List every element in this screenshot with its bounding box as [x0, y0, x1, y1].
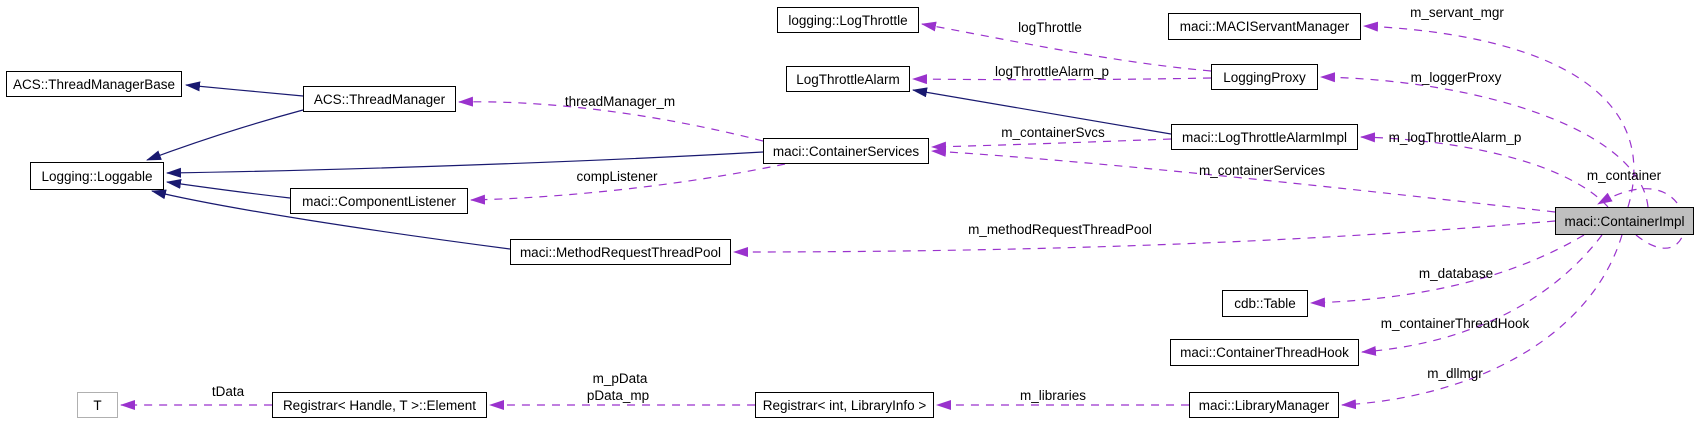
node-logthrottle[interactable]: logging::LogThrottle — [777, 7, 919, 33]
edge-label-m-servant-mgr: m_servant_mgr — [1410, 5, 1504, 20]
edge-label-m-dllmgr: m_dllmgr — [1427, 366, 1483, 381]
edge-containerservices-to-componentlistener — [470, 163, 786, 205]
edge-threadmanager-to-loggable — [146, 109, 304, 161]
edge-label-m-database: m_database — [1419, 266, 1493, 281]
edge-loggingproxy-to-logthrottle — [921, 21, 1212, 72]
edge-label-tdata: tData — [212, 384, 245, 399]
node-methodrequestthreadpool[interactable]: maci::MethodRequestThreadPool — [510, 239, 731, 265]
edge-containerservices-to-threadmanager — [458, 96, 764, 142]
edge-label-m-logthrottlealarm-p: m_logThrottleAlarm_p — [1389, 130, 1522, 145]
node-maciservantmanager[interactable]: maci::MACIServantManager — [1168, 13, 1361, 40]
node-registrar-element[interactable]: Registrar< Handle, T >::Element — [272, 392, 487, 418]
edge-containerimpl-to-containerservices — [931, 146, 1556, 213]
node-logthrottlealarm[interactable]: LogThrottleAlarm — [786, 66, 910, 92]
edge-logthrottlealarmimpl-to-logthrottlealarm — [912, 87, 1172, 135]
edge-containerservices-to-loggable — [166, 151, 764, 178]
edge-containerimpl-to-logthrottlealarmimpl — [1360, 132, 1609, 208]
edge-label-pdata-mp: pData_mp — [587, 388, 649, 403]
node-cdbtable[interactable]: cdb::Table — [1222, 290, 1308, 317]
node-containerimpl-highlighted: maci::ContainerImpl — [1555, 207, 1694, 235]
edge-label-m-container: m_container — [1587, 168, 1662, 183]
edge-loggingproxy-to-logthrottlealarm — [912, 74, 1212, 85]
edge-label-m-containerservices: m_containerServices — [1199, 163, 1325, 178]
edge-containerimpl-to-loggingproxy — [1320, 72, 1649, 208]
node-threadmanagerbase[interactable]: ACS::ThreadManagerBase — [6, 71, 182, 97]
edge-label-m-methodrequestthreadpool: m_methodRequestThreadPool — [968, 222, 1152, 237]
edge-componentlistener-to-loggable — [166, 179, 291, 199]
edge-containerimpl-to-cdbtable — [1310, 234, 1585, 308]
edge-label-logthrottlealarm-p: logThrottleAlarm_p — [995, 64, 1109, 79]
edge-label-m-libraries: m_libraries — [1020, 388, 1086, 403]
node-containerservices[interactable]: maci::ContainerServices — [763, 138, 929, 164]
node-componentlistener[interactable]: maci::ComponentListener — [290, 188, 468, 214]
node-librarymanager[interactable]: maci::LibraryManager — [1189, 392, 1339, 418]
edge-label-m-pdata: m_pData — [593, 371, 648, 386]
edge-containerimpl-self-loop — [1597, 188, 1686, 249]
edge-label-logthrottle: logThrottle — [1018, 20, 1082, 35]
node-loggable[interactable]: Logging::Loggable — [30, 162, 164, 190]
edge-logthrottlealarmimpl-to-containerservices — [931, 138, 1172, 152]
edge-methodrequestthreadpool-to-loggable — [151, 189, 511, 250]
edge-threadmanager-to-threadmanagerbase — [185, 81, 304, 97]
edge-containerimpl-to-methodrequestthreadpool — [733, 220, 1556, 257]
node-template-t: T — [77, 392, 118, 418]
node-registrar-libraryinfo[interactable]: Registrar< int, LibraryInfo > — [755, 392, 934, 418]
edge-label-complistener: compListener — [576, 169, 658, 184]
node-threadmanager[interactable]: ACS::ThreadManager — [303, 86, 456, 112]
edge-label-m-containerthreadhook: m_containerThreadHook — [1381, 316, 1530, 331]
edge-containerimpl-to-containerthreadhook — [1361, 234, 1603, 356]
node-containerthreadhook[interactable]: maci::ContainerThreadHook — [1170, 339, 1359, 366]
edge-label-m-containersvcs: m_containerSvcs — [1001, 125, 1105, 140]
node-logthrottlealarmimpl[interactable]: maci::LogThrottleAlarmImpl — [1171, 124, 1358, 150]
edge-label-threadmanager-m: threadManager_m — [565, 94, 675, 109]
edge-label-m-loggerproxy: m_loggerProxy — [1411, 70, 1502, 85]
node-loggingproxy[interactable]: LoggingProxy — [1211, 64, 1318, 90]
